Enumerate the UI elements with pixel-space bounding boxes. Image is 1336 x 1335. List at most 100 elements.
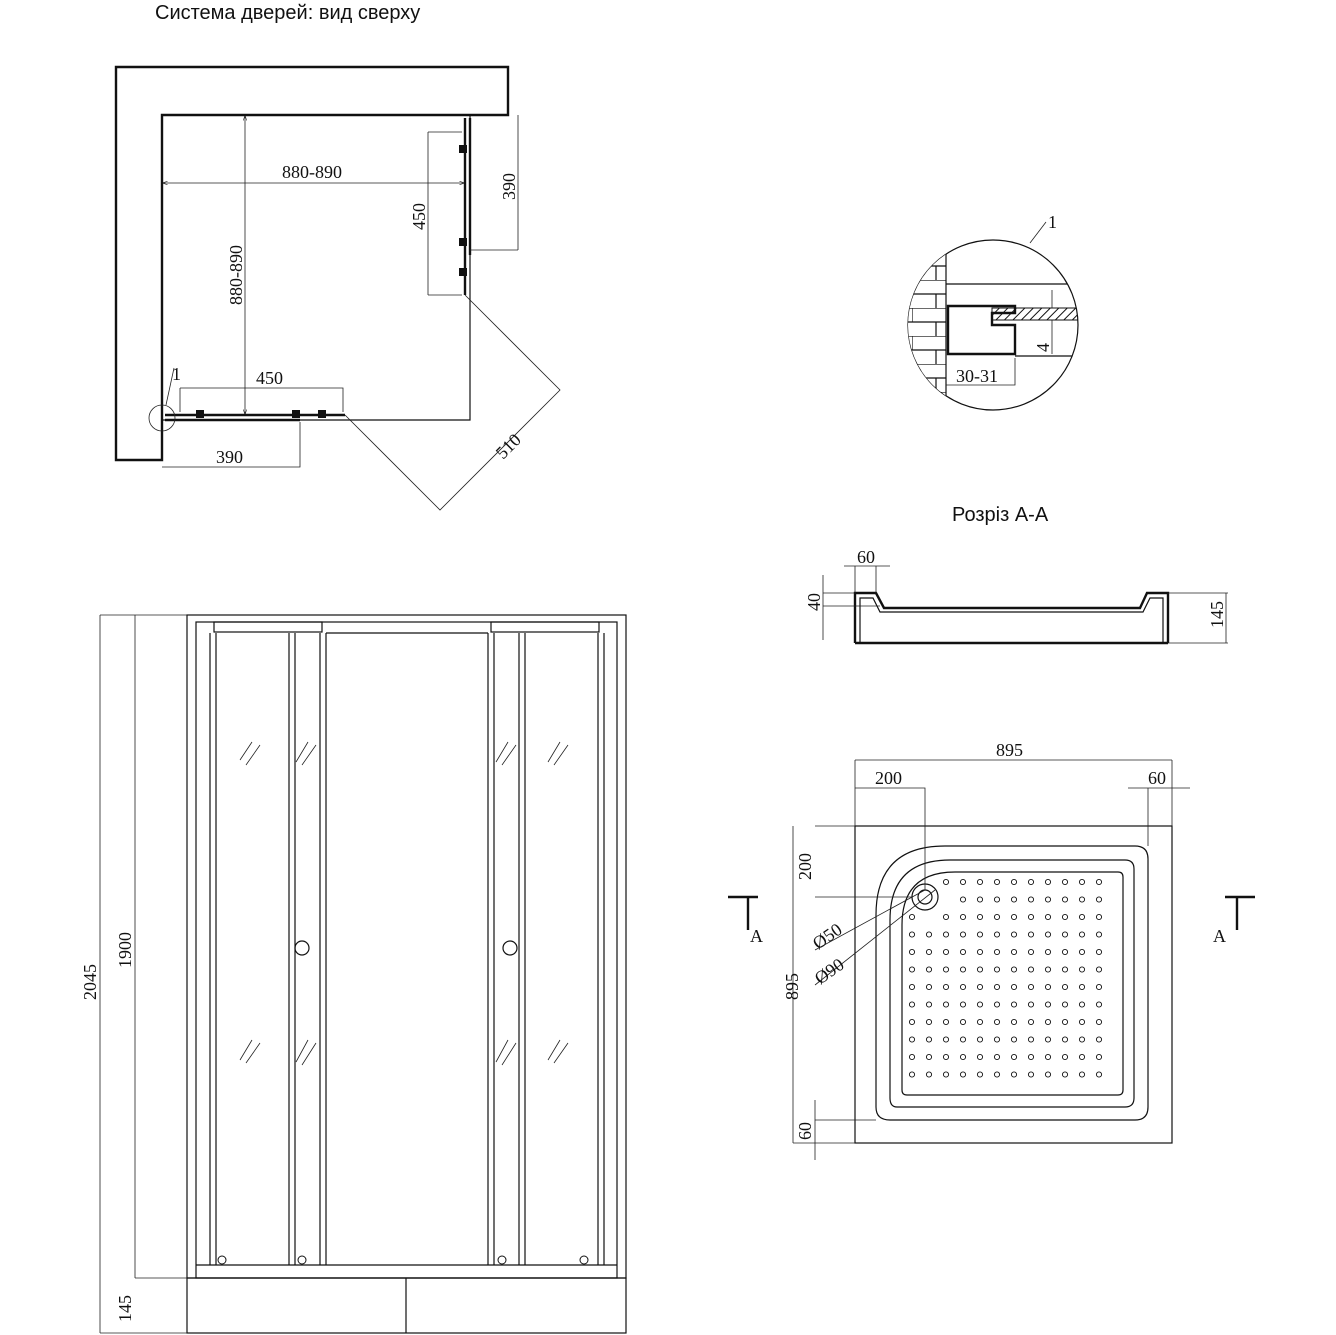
- anti-slip-dot: [976, 983, 984, 991]
- tray-depth-label: 895: [782, 973, 802, 1000]
- anti-slip-dot: [1095, 913, 1103, 921]
- anti-slip-dot: [1010, 896, 1018, 903]
- anti-slip-dot: [1010, 983, 1018, 991]
- anti-slip-dot: [1044, 966, 1052, 973]
- anti-slip-dot: [959, 913, 967, 921]
- tray-width-label: 895: [996, 740, 1023, 760]
- anti-slip-dot: [942, 966, 950, 973]
- anti-slip-dot: [993, 896, 1001, 903]
- section-height-label: 145: [1207, 601, 1227, 628]
- anti-slip-dot: [1044, 1018, 1052, 1026]
- anti-slip-dot: [1078, 1036, 1086, 1043]
- anti-slip-dot: [1027, 966, 1035, 973]
- anti-slip-dot: [1061, 1001, 1069, 1008]
- anti-slip-dot: [1061, 1053, 1069, 1061]
- anti-slip-dot: [1095, 1036, 1103, 1043]
- anti-slip-dot: [925, 966, 933, 973]
- anti-slip-dot: [1061, 1071, 1069, 1078]
- anti-slip-dot: [1078, 966, 1086, 973]
- anti-slip-dot: [1078, 1071, 1086, 1078]
- anti-slip-dot: [1078, 948, 1086, 956]
- anti-slip-dot: [1044, 1036, 1052, 1043]
- detail-gap-label: 4: [1033, 343, 1053, 352]
- anti-slip-dot: [1044, 913, 1052, 921]
- total-height-label: 2045: [80, 964, 100, 1000]
- anti-slip-dot: [1095, 948, 1103, 956]
- anti-slip-dot: [925, 1036, 933, 1043]
- brick-wall: [114, 65, 510, 462]
- anti-slip-dot: [976, 1001, 984, 1008]
- anti-slip-dot: [942, 1036, 950, 1043]
- anti-slip-dot: [993, 1001, 1001, 1008]
- anti-slip-dot: [942, 878, 950, 886]
- right-door-dim-label: 450: [409, 203, 429, 230]
- rim-right-label: 60: [1148, 768, 1166, 788]
- anti-slip-dot: [1095, 931, 1103, 938]
- width-dim-label: 880-890: [282, 162, 342, 182]
- anti-slip-dot: [1010, 1053, 1018, 1061]
- anti-slip-dot: [1027, 931, 1035, 938]
- anti-slip-dot: [976, 1053, 984, 1061]
- tray-plan: 895 200 60 200 895 60 Ø50 Ø90 A A: [728, 740, 1255, 1160]
- anti-slip-dot: [1095, 1001, 1103, 1008]
- anti-slip-dot: [959, 1018, 967, 1026]
- anti-slip-dot: [925, 983, 933, 991]
- anti-slip-dot: [925, 1053, 933, 1061]
- anti-slip-dot: [993, 1071, 1001, 1078]
- drain-x-label: 200: [875, 768, 902, 788]
- section-view: Розріз А-А 60 40 145: [804, 504, 1228, 645]
- anti-slip-dot: [976, 896, 984, 903]
- anti-slip-dot: [1061, 878, 1069, 886]
- anti-slip-dot: [908, 1071, 916, 1078]
- anti-slip-dot: [1061, 913, 1069, 921]
- anti-slip-dot: [1027, 1053, 1035, 1061]
- anti-slip-dot: [1010, 966, 1018, 973]
- anti-slip-dot: [1027, 1036, 1035, 1043]
- anti-slip-dot: [1044, 931, 1052, 938]
- anti-slip-dot: [908, 913, 916, 921]
- anti-slip-dot: [976, 931, 984, 938]
- anti-slip-dot: [1027, 878, 1035, 886]
- anti-slip-dot: [976, 1071, 984, 1078]
- door-handle-right: [502, 940, 518, 956]
- anti-slip-dot: [925, 1071, 933, 1078]
- diagonal-dim-label: 510: [492, 430, 525, 463]
- roller-icon: [459, 145, 467, 153]
- anti-slip-dot: [1010, 931, 1018, 938]
- anti-slip-dot: [1044, 1001, 1052, 1008]
- anti-slip-dot: [959, 1071, 967, 1078]
- anti-slip-dot: [942, 1018, 950, 1026]
- cabin-height-label: 1900: [115, 932, 135, 968]
- anti-slip-dot: [959, 1036, 967, 1043]
- anti-slip-dot: [1078, 1053, 1086, 1061]
- anti-slip-dot: [993, 948, 1001, 956]
- detail-view: 1 30-31 4: [907, 212, 1079, 411]
- anti-slip-dot: [959, 1053, 967, 1061]
- rim-bottom-label: 60: [795, 1122, 815, 1140]
- section-mark-left: A: [750, 926, 763, 946]
- anti-slip-dot: [1027, 913, 1035, 921]
- tray-height-label: 145: [115, 1295, 135, 1322]
- anti-slip-dot: [1061, 983, 1069, 991]
- anti-slip-dot: [959, 931, 967, 938]
- anti-slip-dot: [1027, 896, 1035, 903]
- anti-slip-dot: [1095, 878, 1103, 886]
- anti-slip-dot: [1010, 1036, 1018, 1043]
- anti-slip-dot: [1061, 948, 1069, 956]
- anti-slip-dot: [1095, 1053, 1103, 1061]
- anti-slip-dot: [1078, 896, 1086, 903]
- anti-slip-dot: [908, 1053, 916, 1061]
- anti-slip-dot: [908, 1036, 916, 1043]
- depth-dim-label: 880-890: [226, 245, 246, 305]
- anti-slip-dot: [942, 931, 950, 938]
- anti-slip-dot: [1010, 1071, 1018, 1078]
- anti-slip-dot: [908, 948, 916, 956]
- anti-slip-dot: [993, 1053, 1001, 1061]
- anti-slip-dot: [993, 983, 1001, 991]
- bottom-door-panels: [165, 413, 345, 422]
- anti-slip-dot: [1095, 966, 1103, 973]
- anti-slip-dot: [959, 983, 967, 991]
- anti-slip-dot: [1044, 1053, 1052, 1061]
- anti-slip-dot: [1044, 896, 1052, 903]
